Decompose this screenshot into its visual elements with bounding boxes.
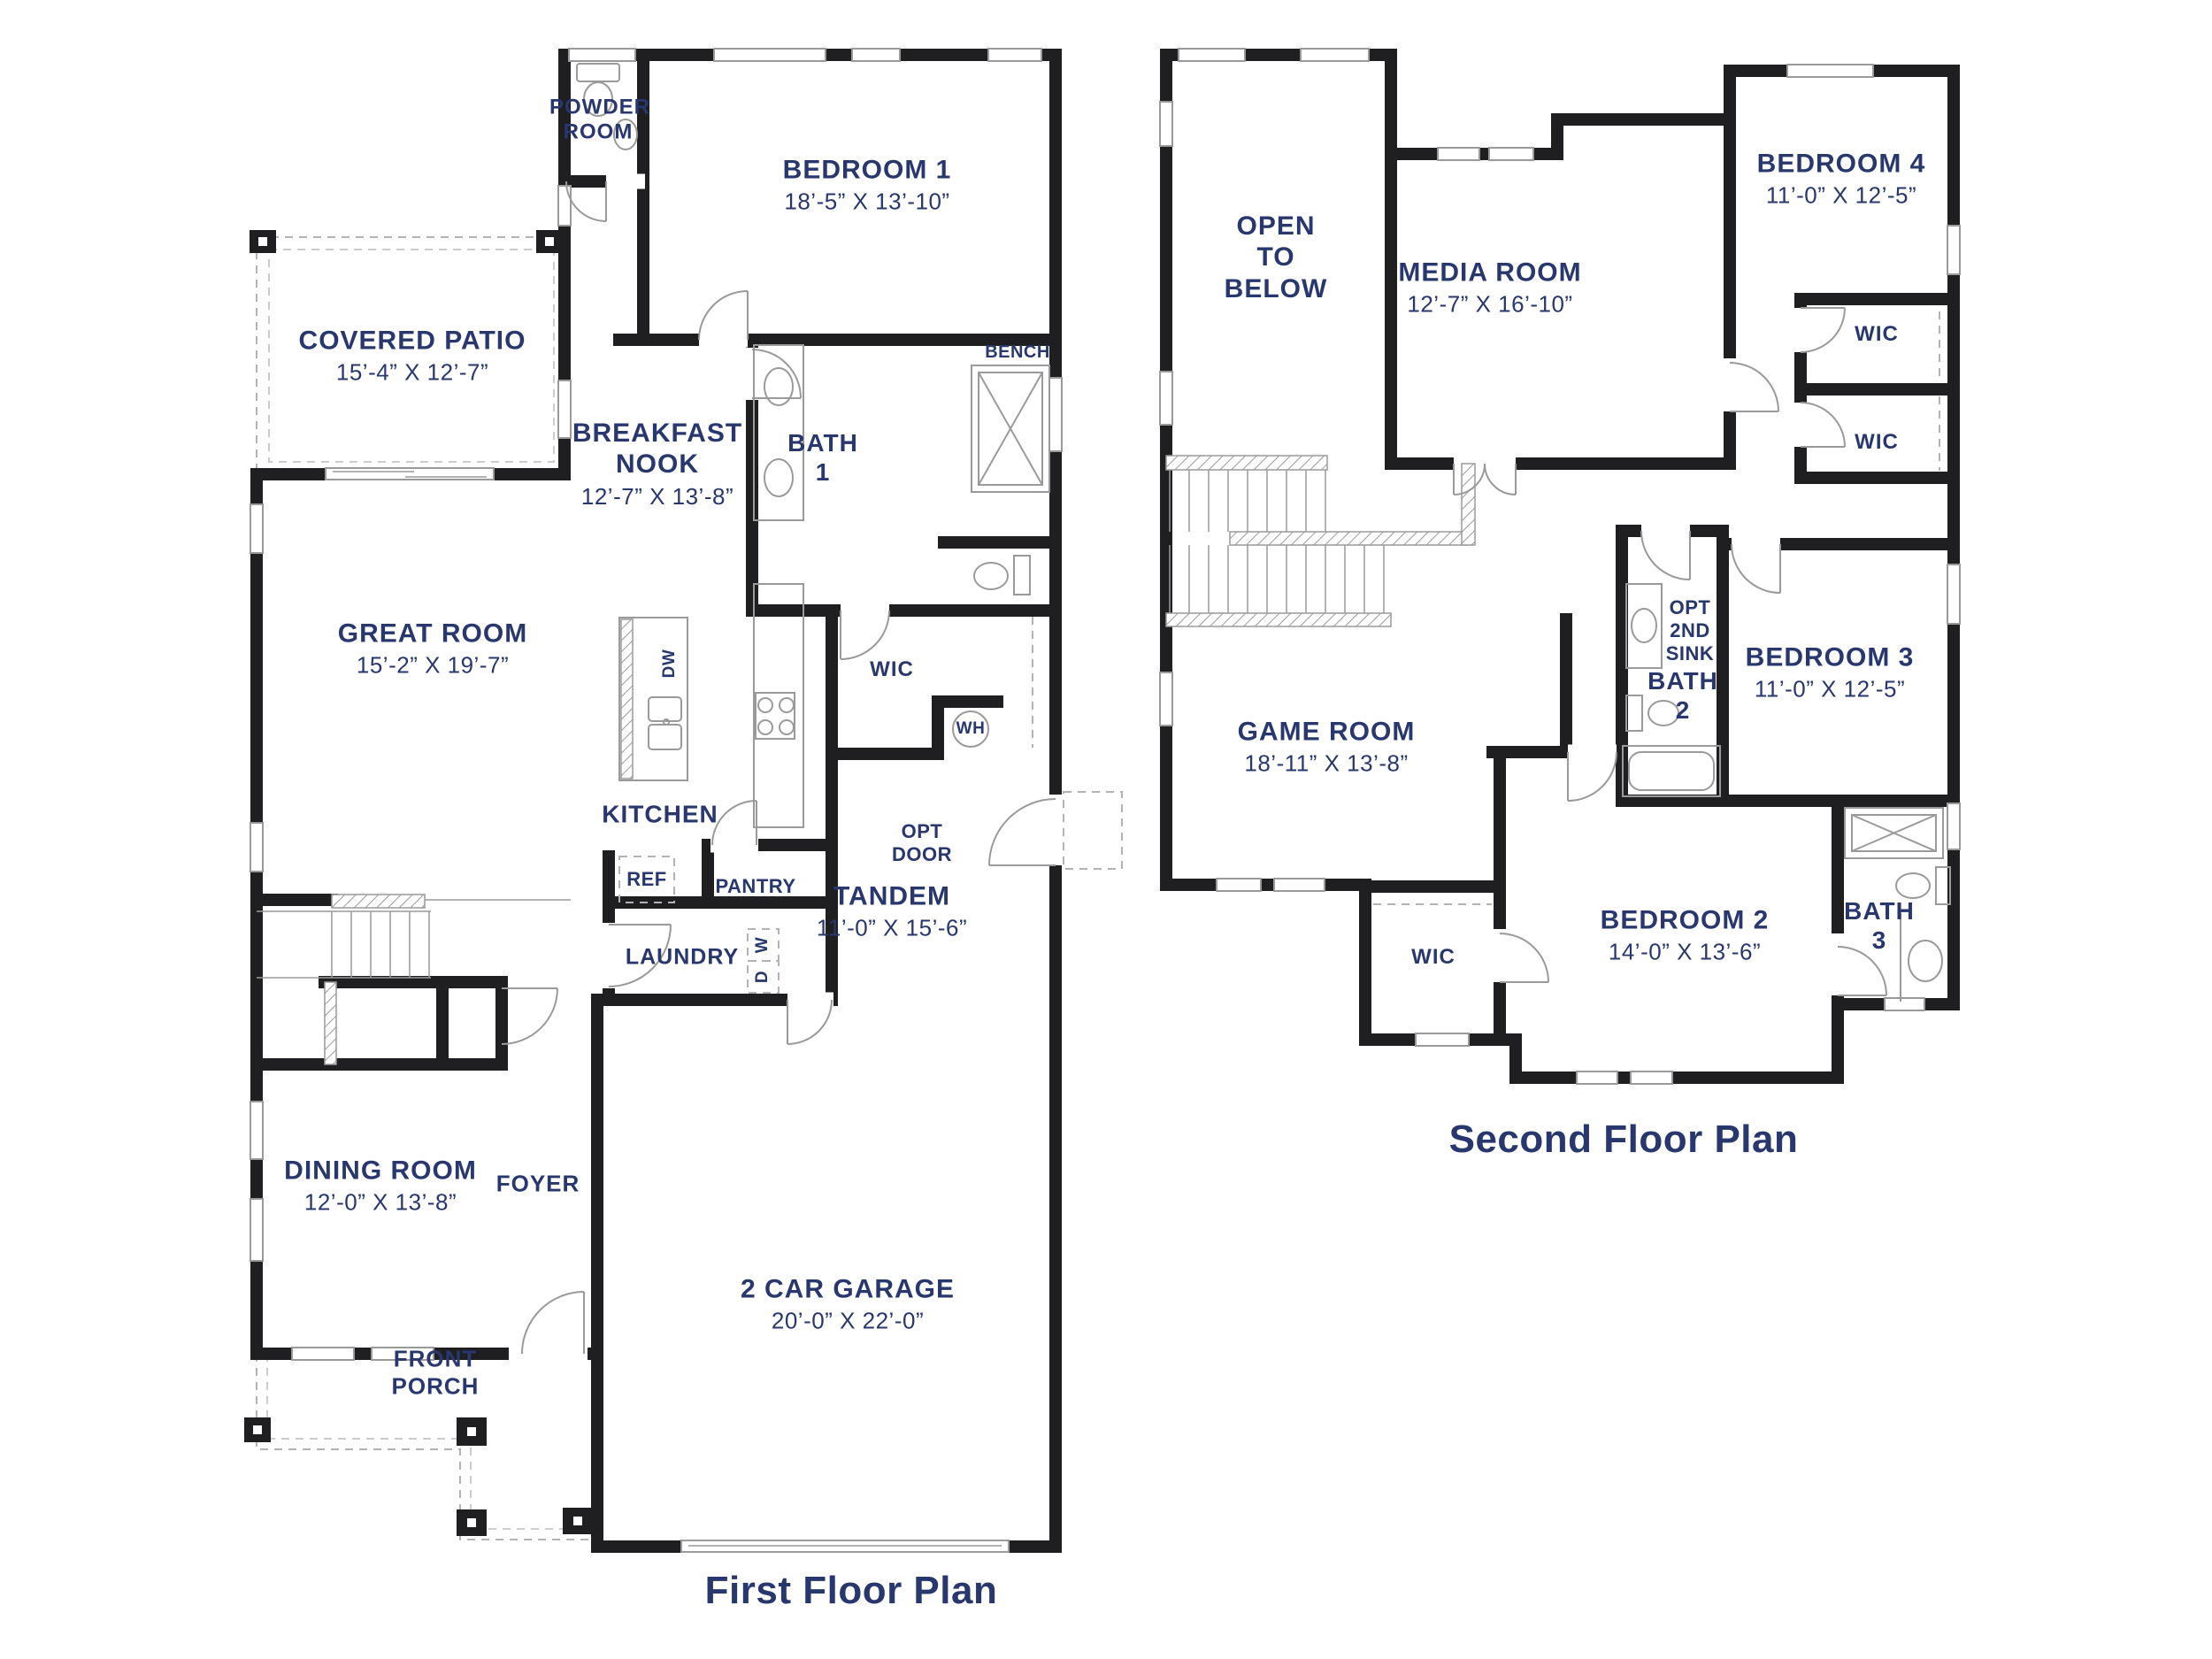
second-floor-doors xyxy=(1453,307,1887,996)
label-laundry: LAUNDRY xyxy=(626,944,739,971)
room-name: BEDROOM 4 xyxy=(1756,149,1926,179)
room-name: COVERED PATIO xyxy=(298,326,526,356)
label-bedroom3: BEDROOM 3 11’-0” X 12’-5” xyxy=(1746,641,1915,703)
room-dims: 18’-11” X 13’-8” xyxy=(1244,749,1409,777)
room-name: KITCHEN xyxy=(602,800,718,828)
room-name: POWDER ROOM xyxy=(549,95,650,144)
label-bench: BENCH xyxy=(985,342,1050,364)
label-foyer: FOYER xyxy=(496,1171,580,1198)
room-name: BREAKFAST NOOK xyxy=(572,418,743,480)
room-name: FOYER xyxy=(495,1170,580,1197)
room-name: BENCH xyxy=(985,342,1050,363)
room-name: MEDIA ROOM xyxy=(1398,257,1582,288)
second-floor-openings xyxy=(1454,308,1846,995)
room-name: LAUNDRY xyxy=(625,944,740,970)
second-floor-fixtures xyxy=(1622,583,1951,1002)
label-covered-patio: COVERED PATIO 15’-4” X 12’-7” xyxy=(299,325,526,386)
label-wic-bedroom4: WIC xyxy=(1855,322,1899,347)
room-name: WIC xyxy=(870,657,914,681)
covered-patio-outline xyxy=(250,230,565,474)
room-name: WIC xyxy=(1855,321,1899,346)
room-name: GREAT ROOM xyxy=(337,618,528,649)
room-name: WIC xyxy=(1855,429,1899,454)
label-dw: DW xyxy=(660,649,680,679)
label-bedroom1: BEDROOM 1 18’-5” X 13’-10” xyxy=(783,154,952,215)
second-floor-plan xyxy=(1159,48,1961,1085)
label-ref: REF xyxy=(626,868,667,891)
label-dryer: D xyxy=(753,971,772,983)
label-kitchen: KITCHEN xyxy=(602,799,718,828)
room-dims: 12’-7” X 16’-10” xyxy=(1407,290,1573,318)
room-dims: 18’-5” X 13’-10” xyxy=(784,188,950,215)
room-name: OPT 2ND SINK xyxy=(1665,596,1715,664)
label-pantry: PANTRY xyxy=(716,875,796,898)
label-dining-room: DINING ROOM 12’-0” X 13’-8” xyxy=(284,1155,477,1216)
room-name: WH xyxy=(956,718,986,738)
label-great-room: GREAT ROOM 15’-2” X 19’-7” xyxy=(338,618,527,679)
label-wic-hall: WIC xyxy=(1855,430,1899,455)
room-name: TANDEM xyxy=(833,881,951,911)
room-dims: 20’-0” X 22’-0” xyxy=(771,1307,925,1334)
room-dims: 12’-0” X 13’-8” xyxy=(303,1188,457,1216)
label-open-to-below: OPEN TO BELOW xyxy=(1218,211,1333,304)
label-tandem: TANDEM 11’-0” X 15’-6” xyxy=(817,880,967,941)
room-name: DW xyxy=(659,649,679,679)
label-media-room: MEDIA ROOM 12’-7” X 16’-10” xyxy=(1398,257,1581,318)
label-bath1: BATH 1 xyxy=(787,428,858,487)
room-dims: 15’-4” X 12’-7” xyxy=(335,358,489,386)
room-name: 2 CAR GARAGE xyxy=(740,1274,956,1304)
second-floor-stairs xyxy=(1165,455,1476,627)
room-name: FRONT PORCH xyxy=(391,1345,480,1399)
label-wic-bedroom2: WIC xyxy=(1411,945,1455,970)
label-breakfast-nook: BREAKFAST NOOK 12’-7” X 13’-8” xyxy=(551,418,764,510)
label-garage: 2 CAR GARAGE 20’-0” X 22’-0” xyxy=(741,1273,955,1334)
front-porch-outline xyxy=(244,1354,594,1540)
room-name: REF xyxy=(626,868,667,891)
label-front-porch: FRONT PORCH xyxy=(382,1345,488,1399)
first-floor-openings xyxy=(509,173,1064,1362)
label-game-room: GAME ROOM 18’-11” X 13’-8” xyxy=(1238,716,1416,777)
room-name: BATH 2 xyxy=(1647,666,1718,724)
room-name: PANTRY xyxy=(715,875,796,898)
label-wh: WH xyxy=(956,719,986,739)
room-name: BEDROOM 3 xyxy=(1745,642,1915,672)
room-name: OPT DOOR xyxy=(892,820,952,865)
room-dims: 12’-7” X 13’-8” xyxy=(580,482,734,510)
label-bedroom4: BEDROOM 4 11’-0” X 12’-5” xyxy=(1757,148,1926,209)
first-floor-plan xyxy=(244,48,1123,1553)
room-dims: 11’-0” X 12’-5” xyxy=(1754,675,1906,703)
label-bath2: BATH 2 xyxy=(1643,666,1723,725)
room-name: BATH 1 xyxy=(787,428,858,486)
second-floor-dashed-items xyxy=(1373,311,1940,905)
first-floor-title: First Floor Plan xyxy=(704,1569,998,1613)
label-powder-room: POWDER ROOM xyxy=(549,95,650,146)
room-name: OPEN TO BELOW xyxy=(1224,211,1328,303)
first-floor-stairs xyxy=(257,894,571,1065)
first-floor-windows xyxy=(250,48,1063,1553)
room-name: BEDROOM 1 xyxy=(782,155,952,185)
first-floor-dashed-items xyxy=(618,617,1123,994)
label-wic-first-floor: WIC xyxy=(870,657,914,682)
label-bath3: BATH 3 xyxy=(1839,896,1919,955)
room-dims: 14’-0” X 13’-6” xyxy=(1608,938,1762,965)
first-floor-doors xyxy=(521,180,1056,1355)
label-bedroom2: BEDROOM 2 14’-0” X 13’-6” xyxy=(1601,904,1770,965)
label-washer: W xyxy=(753,937,772,953)
room-name: D xyxy=(752,970,772,984)
room-name: BATH 3 xyxy=(1844,896,1915,954)
second-floor-windows xyxy=(1159,48,1961,1085)
room-name: WIC xyxy=(1411,944,1455,969)
label-opt-door: OPT DOOR xyxy=(891,820,953,866)
room-dims: 15’-2” X 19’-7” xyxy=(356,651,510,679)
room-name: W xyxy=(752,936,772,954)
second-floor-title: Second Floor Plan xyxy=(1448,1118,1799,1162)
room-name: GAME ROOM xyxy=(1237,717,1416,747)
first-floor-fixtures xyxy=(576,63,1050,828)
room-name: DINING ROOM xyxy=(284,1156,477,1186)
room-name: BEDROOM 2 xyxy=(1600,905,1770,935)
room-dims: 11’-0” X 15’-6” xyxy=(816,914,968,941)
room-dims: 11’-0” X 12’-5” xyxy=(1765,181,1917,209)
label-opt-2nd-sink: OPT 2ND SINK xyxy=(1658,596,1722,665)
